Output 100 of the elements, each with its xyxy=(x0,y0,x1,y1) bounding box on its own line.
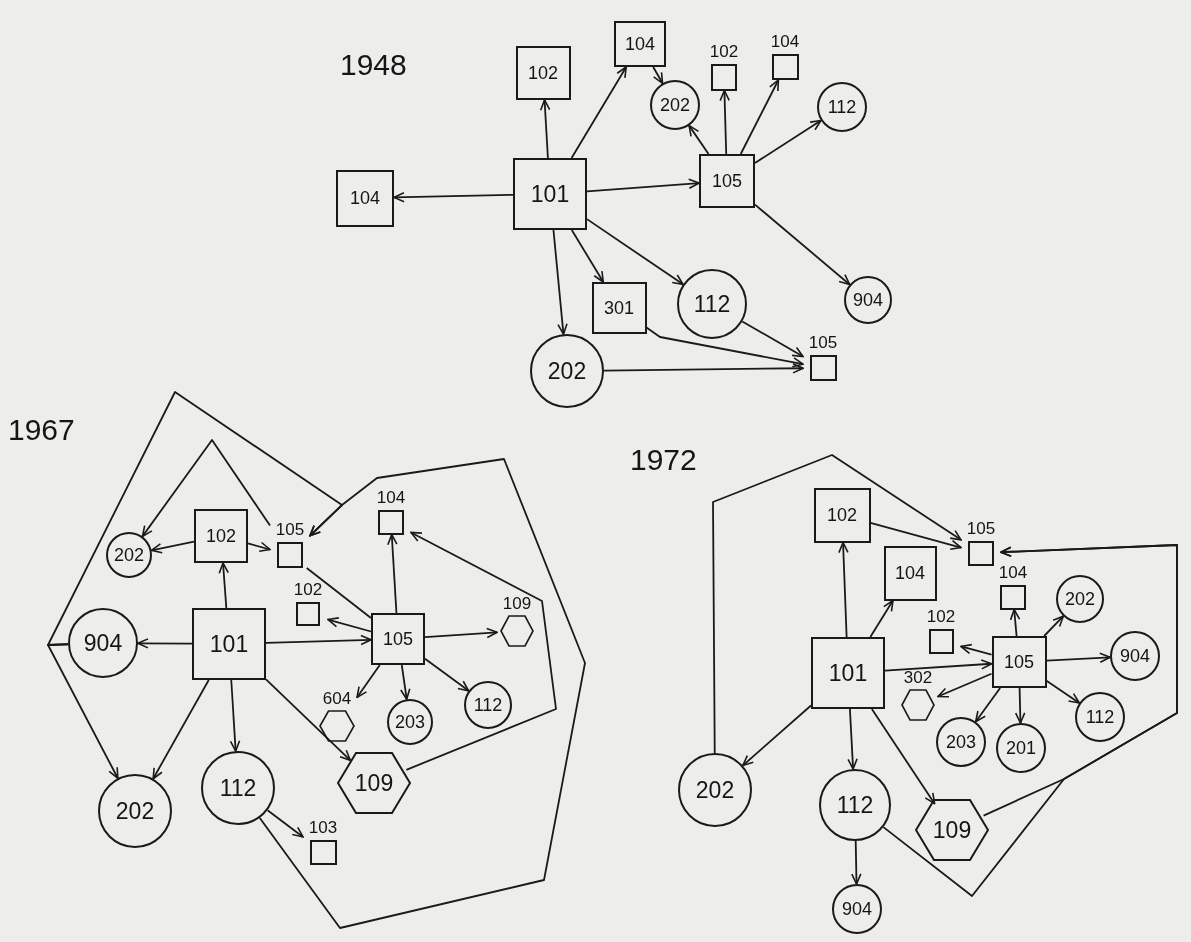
circle-node xyxy=(98,774,172,848)
arrow xyxy=(141,439,271,538)
node-label: 102 xyxy=(205,527,236,545)
arrow xyxy=(552,229,568,336)
square-node xyxy=(371,613,425,665)
circle-node xyxy=(201,751,275,825)
node-label: 112 xyxy=(827,98,857,116)
node-label: 302 xyxy=(902,668,934,688)
arrow xyxy=(218,562,230,609)
square-node xyxy=(699,154,755,208)
arrow xyxy=(387,533,398,614)
arrow xyxy=(586,218,684,286)
arrow xyxy=(247,541,271,552)
node-label: 202 xyxy=(695,778,735,802)
node-label: 109 xyxy=(932,818,972,842)
arrow xyxy=(229,679,241,752)
arrow xyxy=(739,79,780,155)
node-label: 202 xyxy=(1064,590,1095,608)
circle-node xyxy=(106,532,152,578)
node-label: 112 xyxy=(836,793,874,817)
arrow xyxy=(741,704,812,767)
circle-node xyxy=(677,269,747,339)
arrow xyxy=(1009,608,1021,637)
square-node xyxy=(336,169,394,227)
square-node xyxy=(811,637,885,709)
circle-node xyxy=(1075,692,1125,742)
node-label: 104 xyxy=(624,35,655,53)
arrow xyxy=(424,627,498,639)
node-label: 201 xyxy=(1005,739,1036,757)
arrow xyxy=(741,320,804,358)
circle-node xyxy=(832,884,882,934)
node-label: 102 xyxy=(826,506,857,524)
circle-node xyxy=(819,769,891,841)
node-label: 112 xyxy=(693,292,731,316)
arrow xyxy=(47,643,119,780)
arrow xyxy=(539,99,551,159)
node-label: 604 xyxy=(321,689,353,709)
year-label: 1948 xyxy=(340,48,407,82)
circle-node xyxy=(817,82,867,132)
arrow xyxy=(152,679,210,780)
node-label: 202 xyxy=(115,799,155,823)
connector-line xyxy=(305,567,372,619)
arrow xyxy=(47,391,343,646)
square-node xyxy=(513,158,587,230)
arrow xyxy=(838,541,849,638)
node-label: 104 xyxy=(997,562,1029,583)
arrow xyxy=(1045,679,1081,704)
node-label: 102 xyxy=(708,41,740,62)
square-node xyxy=(614,21,666,67)
node-label: 105 xyxy=(711,172,742,190)
square-node xyxy=(194,509,248,563)
arrow xyxy=(265,678,352,762)
node-label: 112 xyxy=(1085,708,1115,726)
node-label: 202 xyxy=(659,96,690,114)
arrow xyxy=(754,119,822,164)
arrow xyxy=(719,89,730,155)
arrow xyxy=(645,326,804,368)
arrow xyxy=(265,634,372,646)
node-label: 104 xyxy=(375,487,407,508)
circle-node xyxy=(678,753,752,827)
node-label: 104 xyxy=(894,564,925,582)
node-label: 105 xyxy=(274,520,306,540)
year-label: 1972 xyxy=(630,443,697,477)
arrow xyxy=(327,617,372,633)
node-label: 112 xyxy=(473,696,503,714)
arrow xyxy=(405,531,557,771)
node-label: 904 xyxy=(1119,647,1150,665)
square-node xyxy=(591,282,647,334)
circle-node xyxy=(1056,575,1104,623)
node-label: 102 xyxy=(925,606,957,627)
arrow xyxy=(137,638,193,649)
node-label: 101 xyxy=(209,632,249,656)
arrow xyxy=(869,521,962,551)
node-label: 203 xyxy=(945,733,976,751)
arrow xyxy=(851,840,862,885)
arrow xyxy=(882,544,1178,897)
node-label: 109 xyxy=(354,771,394,795)
arrow xyxy=(1014,687,1026,724)
node-label: 109 xyxy=(501,594,533,614)
arrow xyxy=(652,66,664,85)
circle-node xyxy=(650,80,700,130)
node-label: 904 xyxy=(841,900,872,918)
square-node xyxy=(515,46,571,100)
node-label: 102 xyxy=(292,580,324,600)
node-label: 105 xyxy=(1003,653,1034,671)
node-label: 105 xyxy=(382,630,413,648)
arrow xyxy=(586,178,700,193)
node-label: 104 xyxy=(769,32,801,52)
circle-node xyxy=(1110,631,1160,681)
circle-node xyxy=(464,681,512,729)
square-node xyxy=(991,636,1047,688)
node-label: 904 xyxy=(83,631,123,655)
node-label: 105 xyxy=(807,333,839,353)
arrow xyxy=(847,708,858,770)
arrow xyxy=(258,458,586,929)
node-label: 202 xyxy=(547,359,587,383)
circle-node xyxy=(387,699,433,745)
arrow xyxy=(974,687,1002,723)
arrow xyxy=(712,454,962,754)
node-label: 904 xyxy=(852,291,883,309)
